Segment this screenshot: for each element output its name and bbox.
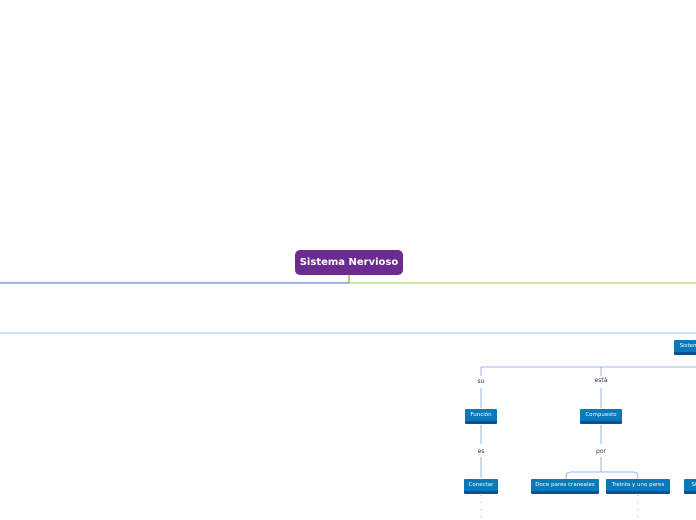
node-doce-pares[interactable]: Doce pares craneales — [531, 479, 599, 494]
connector-por: por — [596, 448, 606, 455]
node-edge-partial[interactable]: Si — [684, 479, 696, 494]
node-sistema[interactable]: Sistem — [674, 340, 696, 355]
node-treinta-y-uno[interactable]: Treinta y uno pares — [606, 479, 670, 494]
connector-es: es — [477, 448, 485, 455]
root-node[interactable]: Sistema Nervioso — [295, 250, 403, 275]
node-conectar[interactable]: Conectar — [464, 479, 498, 494]
por-to-doce — [565, 471, 601, 479]
por-to-treinta — [601, 471, 639, 479]
connector-su: su — [477, 378, 485, 385]
node-compuesto[interactable]: Compuesto — [580, 409, 622, 424]
connector-esta: está — [594, 377, 608, 384]
node-funcion[interactable]: Función — [465, 409, 497, 424]
